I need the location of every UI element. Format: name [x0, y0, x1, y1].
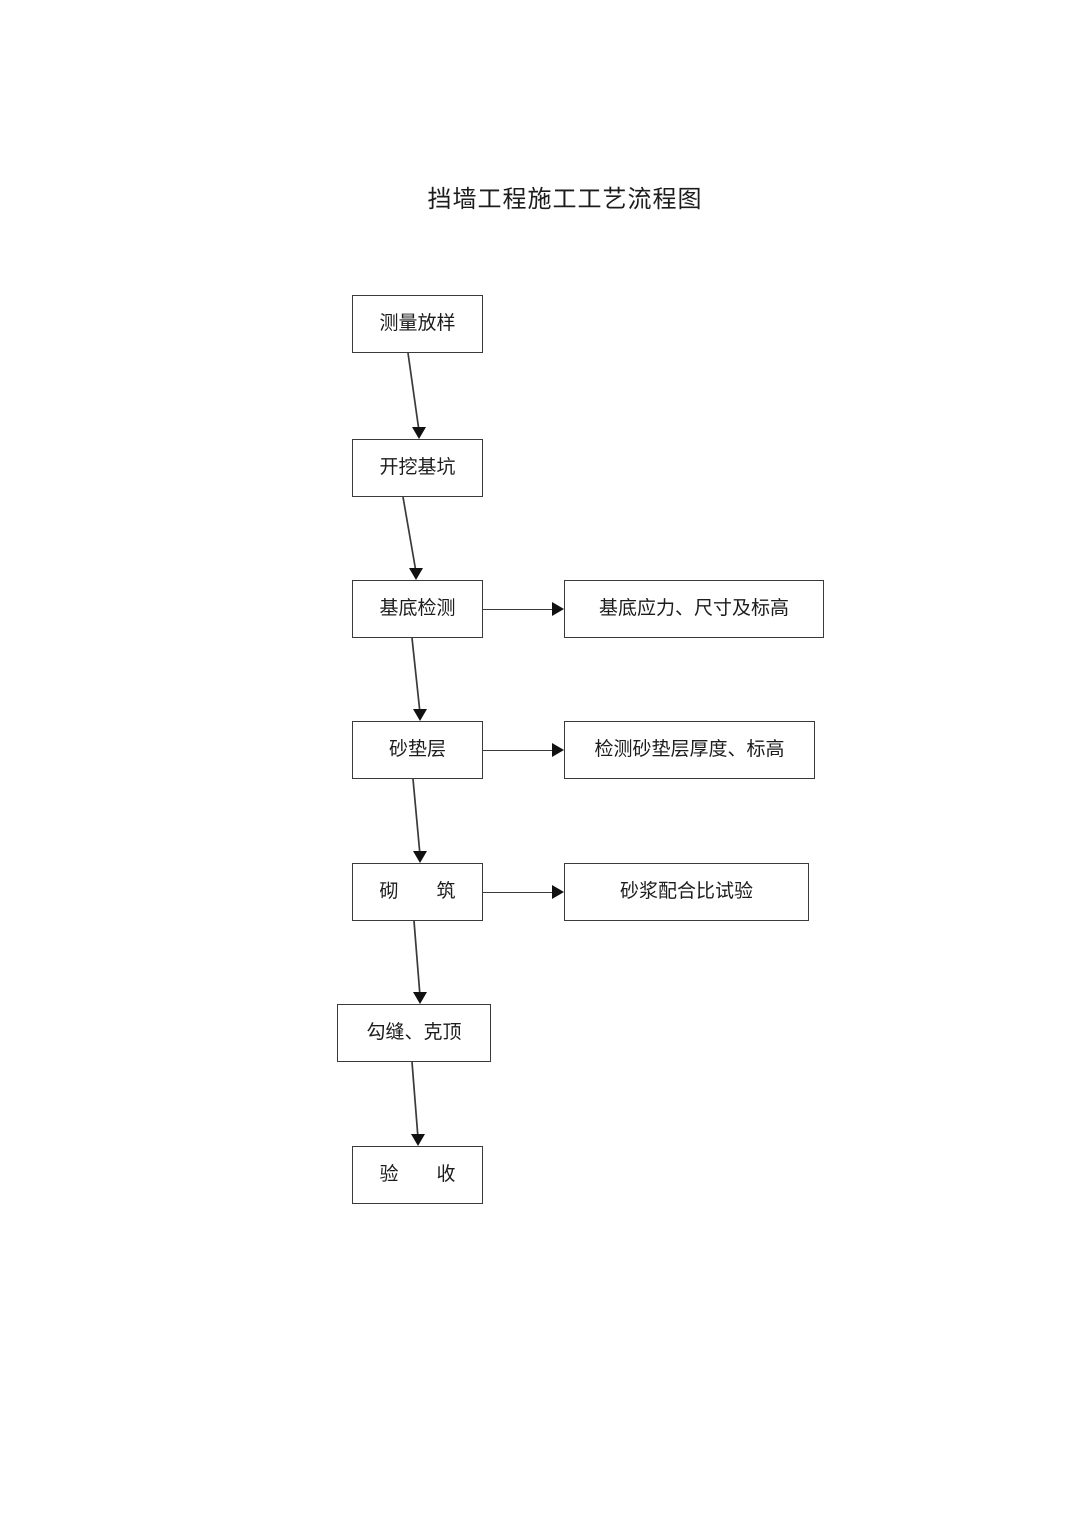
arrow-down-icon-c2 — [409, 568, 423, 580]
flow-node-label: 验 收 — [379, 1164, 456, 1185]
page-title: 挡墙工程施工工艺流程图 — [0, 183, 1080, 217]
flow-side-node-base-stress-size-elevation[interactable]: 基底应力、尺寸及标高 — [564, 580, 824, 638]
flow-node-label: 基底检测 — [379, 598, 456, 619]
flow-node-label: 测量放样 — [379, 313, 456, 334]
page-title-text: 挡墙工程施工工艺流程图 — [427, 187, 703, 213]
flow-side-node-label: 基底应力、尺寸及标高 — [598, 598, 789, 619]
arrow-right-icon-c9 — [552, 885, 564, 899]
flow-side-node-sand-layer-thickness-elevation[interactable]: 检测砂垫层厚度、标高 — [564, 721, 815, 779]
connector-base-inspection-to-side — [483, 609, 553, 610]
arrow-down-icon-c1 — [412, 427, 426, 439]
arrow-down-icon-c5 — [413, 992, 427, 1004]
flow-node-label: 砂垫层 — [388, 739, 446, 760]
flow-side-node-label: 砂浆配合比试验 — [619, 881, 753, 902]
flow-node-label: 砌 筑 — [379, 881, 456, 902]
flow-node-acceptance[interactable]: 验 收 — [352, 1146, 483, 1204]
flow-node-sand-cushion[interactable]: 砂垫层 — [352, 721, 483, 779]
flow-node-label: 勾缝、克顶 — [366, 1022, 462, 1043]
connector-sand-cushion-to-side — [483, 750, 553, 751]
flow-node-base-inspection[interactable]: 基底检测 — [352, 580, 483, 638]
flow-node-pointing-capping[interactable]: 勾缝、克顶 — [337, 1004, 491, 1062]
arrow-down-icon-c6 — [411, 1134, 425, 1146]
arrow-down-icon-c3 — [413, 709, 427, 721]
flow-node-masonry[interactable]: 砌 筑 — [352, 863, 483, 921]
flow-side-node-mortar-mix-test[interactable]: 砂浆配合比试验 — [564, 863, 809, 921]
connector-masonry-to-side — [483, 892, 553, 893]
flow-node-excavate-pit[interactable]: 开挖基坑 — [352, 439, 483, 497]
flow-side-node-label: 检测砂垫层厚度、标高 — [594, 739, 785, 760]
arrow-down-icon-c4 — [413, 851, 427, 863]
flow-node-label: 开挖基坑 — [379, 457, 456, 478]
flow-node-measurement-layout[interactable]: 测量放样 — [352, 295, 483, 353]
arrow-right-icon-c8 — [552, 743, 564, 757]
arrow-right-icon-c7 — [552, 602, 564, 616]
